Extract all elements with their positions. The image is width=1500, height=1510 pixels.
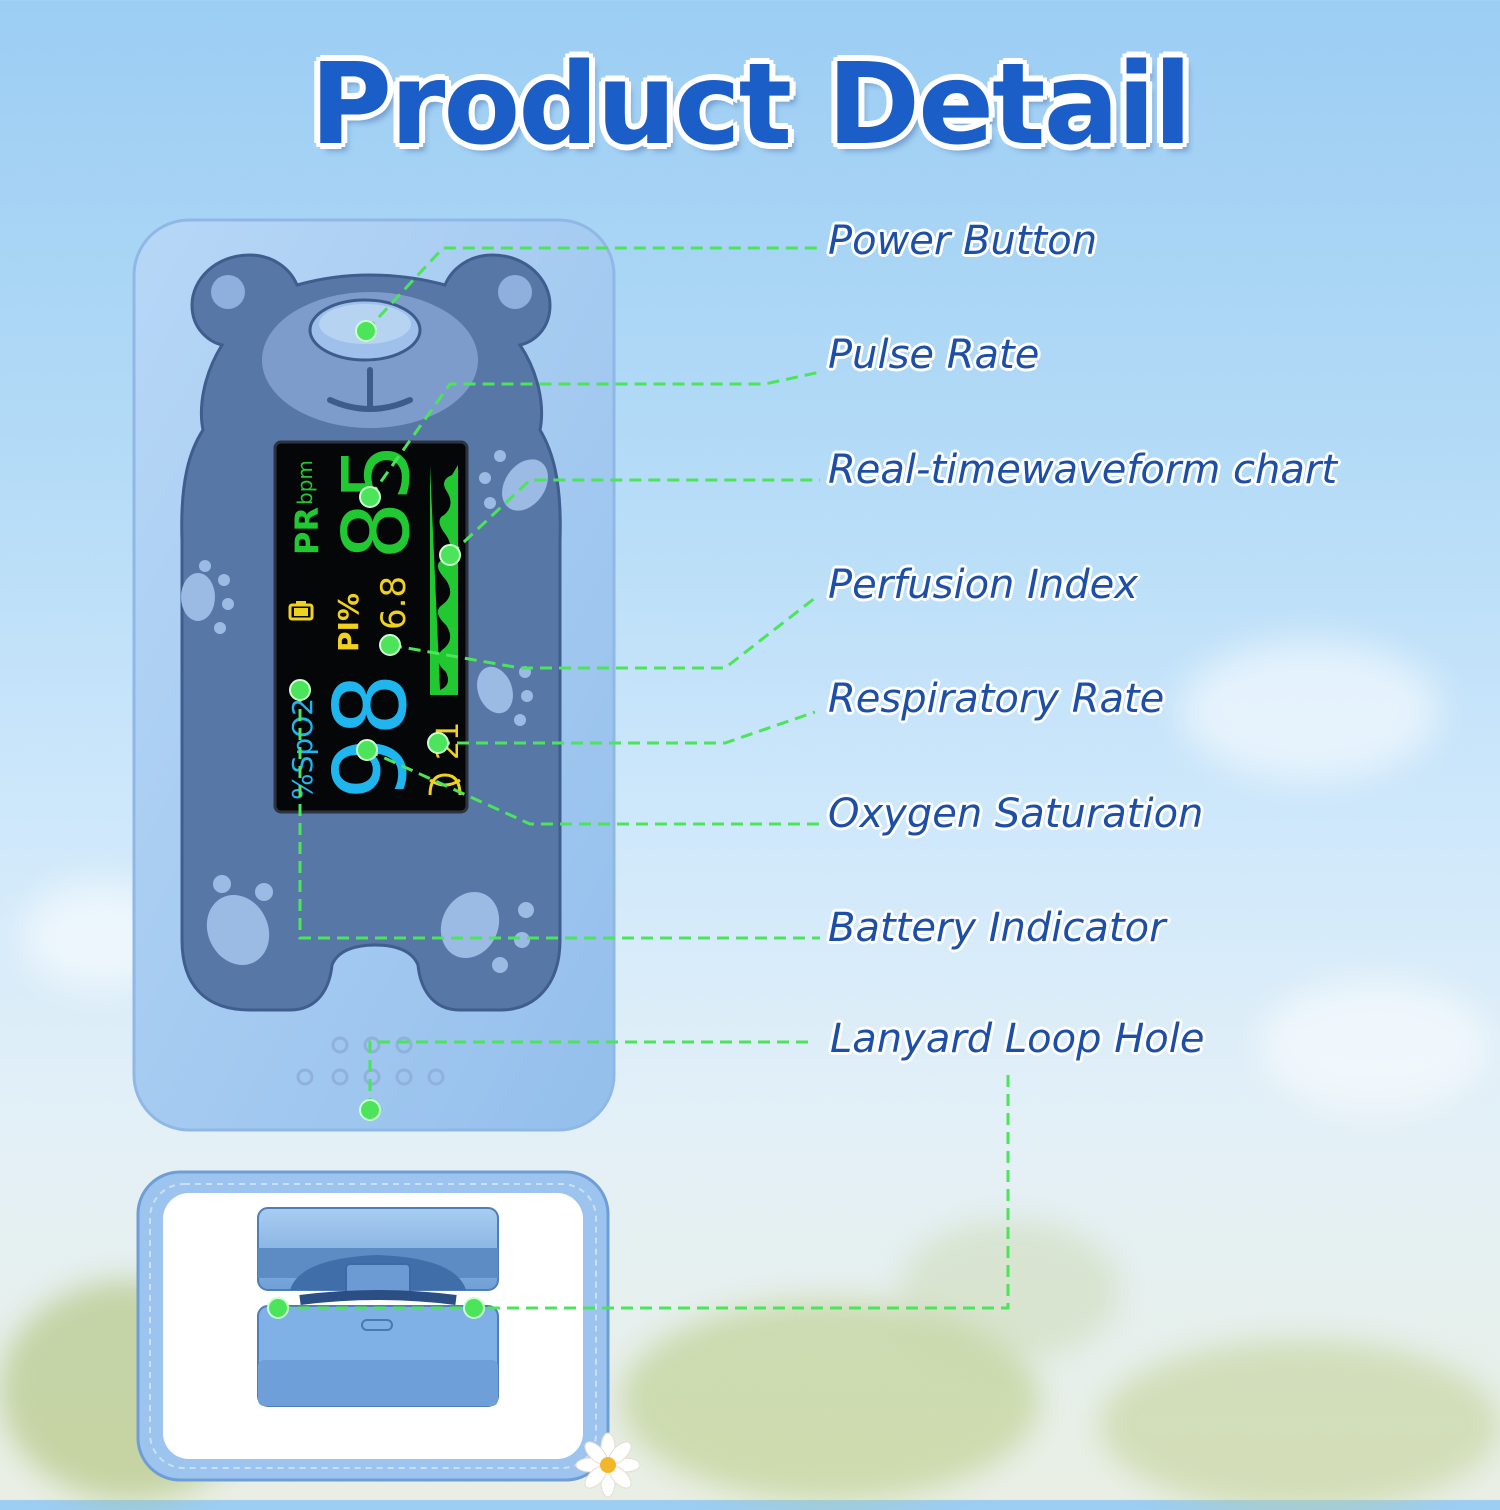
flower-decor <box>575 1432 641 1498</box>
callout-power-button: Power Button <box>828 218 1098 264</box>
callout-pulse-rate: Pulse Rate <box>828 332 1040 378</box>
leader-lines <box>278 246 1010 1310</box>
oled-screen: PR bpm 85 PI% 6.8 %SpO2 98 21 <box>273 440 469 814</box>
pr-unit: bpm <box>293 460 317 505</box>
pr-label: PR <box>288 507 326 555</box>
spo2-value: 98 <box>312 673 429 800</box>
waveform-chart <box>430 465 458 695</box>
paw-prints-decor <box>181 450 548 973</box>
battery-icon <box>288 601 314 621</box>
pi-label: PI% <box>332 593 365 652</box>
lanyard-loop-holes <box>296 1036 445 1086</box>
callout-battery-indicator: Battery Indicator <box>828 905 1166 951</box>
side-view-card <box>136 1170 641 1498</box>
callout-oxygen-saturation: Oxygen Saturation <box>828 791 1204 837</box>
callout-waveform-chart: Real-timewaveform chart <box>828 447 1338 493</box>
oximeter-side-view <box>257 1207 499 1407</box>
callout-lanyard-loop-hole: Lanyard Loop Hole <box>830 1016 1205 1062</box>
callout-perfusion-index: Perfusion Index <box>828 562 1138 608</box>
pi-value: 6.8 <box>374 576 414 630</box>
leader-dots <box>267 320 485 1319</box>
oximeter-device: PR bpm 85 PI% 6.8 %SpO2 98 21 <box>132 218 616 1132</box>
spo2-label: %SpO2 <box>286 698 319 800</box>
page-title: Product Detail <box>310 40 1192 170</box>
callout-respiratory-rate: Respiratory Rate <box>828 676 1165 722</box>
